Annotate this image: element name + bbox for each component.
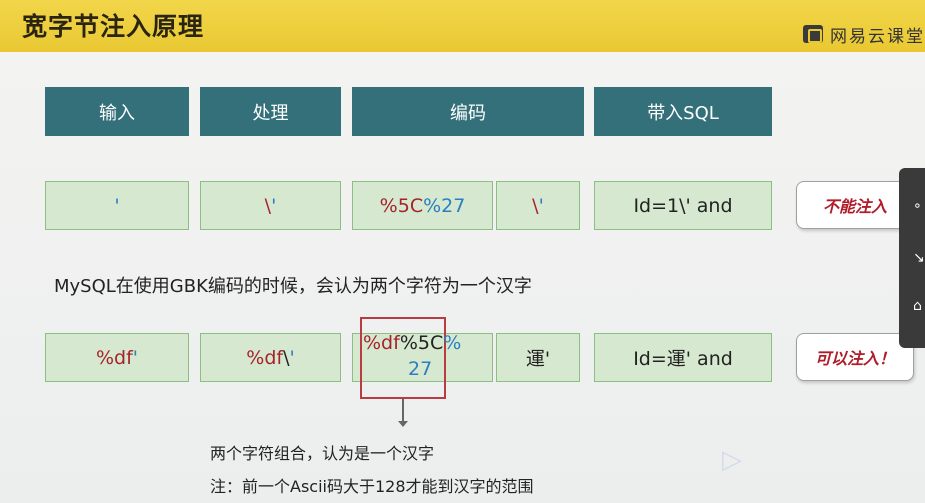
title-banner: 宽字节注入原理 网易云课堂 (0, 0, 925, 52)
row2-encode-5c: %5C (399, 332, 444, 354)
row1-result-badge: 不能注入 (796, 181, 914, 229)
row2-encode-text: %df%5C% 27 (363, 330, 483, 382)
row2-sql-cell: Id=運' and (594, 333, 772, 382)
gbk-explanation: MySQL在使用GBK编码的时候，会认为两个字符为一个汉字 (54, 276, 532, 297)
row2-process-quote: ' (289, 346, 295, 369)
row1-input-value: ' (114, 194, 120, 217)
pointer-arrow-icon (398, 421, 408, 427)
netease-logo-icon (803, 25, 823, 43)
row2-encode-percent: % (443, 332, 462, 354)
row1-sql-value: Id=1\' and (633, 194, 733, 217)
note-line-2: 注：前一个Ascii码大于128才能到汉字的范围 (210, 477, 534, 496)
header-process: 处理 (200, 87, 341, 136)
row2-encode-27: 27 (408, 358, 433, 380)
share-icon[interactable]: ∘ (913, 198, 922, 214)
header-encode: 编码 (352, 87, 584, 136)
row1-encode-cell: %5C%27 (352, 181, 493, 230)
row2-process-df: %df (246, 346, 284, 369)
logo-text: 网易云课堂 (830, 26, 925, 47)
row1-process-backslash: \ (264, 194, 272, 217)
row1-decoded-quote: ' (538, 194, 544, 217)
row1-encode-27: %27 (423, 194, 466, 217)
row2-decoded-value: 運' (525, 348, 551, 370)
row1-process-cell: \' (200, 181, 341, 230)
header-input-label: 输入 (99, 102, 135, 124)
side-toolbar[interactable] (899, 168, 925, 348)
row2-encode-df: %df (363, 332, 400, 354)
header-process-label: 处理 (252, 102, 289, 124)
row1-sql-cell: Id=1\' and (594, 181, 772, 230)
watermark-icon: ▷ (722, 445, 742, 475)
row2-process-cell: %df\' (200, 333, 341, 382)
pointer-line (402, 399, 404, 423)
row2-result-badge: 可以注入！ (796, 333, 914, 381)
row1-input-cell: ' (45, 181, 189, 230)
header-sql: 带入SQL (594, 87, 772, 136)
delete-icon[interactable]: ⌂ (913, 298, 922, 314)
row1-decoded-cell: \' (496, 181, 580, 230)
row1-encode-5c: %5C (379, 194, 424, 217)
brand-logo: 网易云课堂 (803, 22, 925, 47)
note-line-1: 两个字符组合，认为是一个汉字 (210, 444, 435, 463)
row2-input-cell: %df' (45, 333, 189, 382)
row2-process-backslash: \ (283, 346, 290, 369)
row2-encode-cell (352, 333, 493, 382)
header-input: 输入 (45, 87, 189, 136)
gbk-highlight-box (360, 317, 446, 399)
row2-sql-value: Id=運' and (633, 348, 733, 370)
row2-input-df: %df (95, 346, 133, 369)
row2-decoded-cell: 運' (496, 333, 580, 382)
row1-result-label: 不能注入 (822, 197, 887, 216)
header-encode-label: 编码 (450, 102, 486, 124)
page-title: 宽字节注入原理 (22, 12, 205, 41)
row2-result-label: 可以注入！ (814, 349, 895, 368)
row1-decoded-backslash: \ (532, 194, 539, 217)
row2-input-quote: ' (132, 346, 139, 369)
header-sql-label: 带入SQL (647, 102, 719, 124)
row1-process-quote: ' (271, 194, 277, 217)
download-icon[interactable]: ↘ (913, 250, 925, 266)
